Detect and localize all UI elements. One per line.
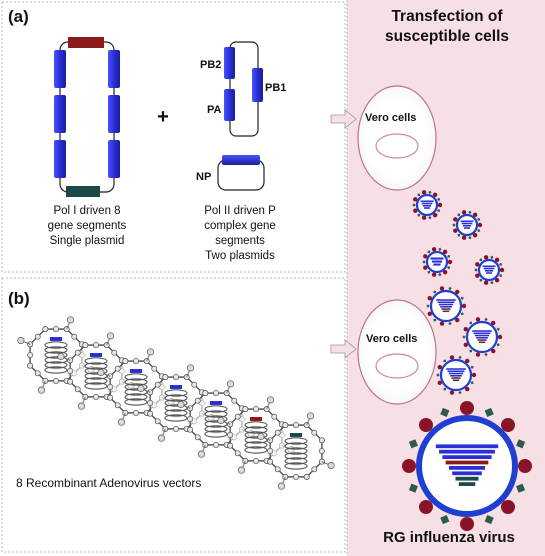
pol1-caption-line1: Pol I driven 8: [53, 205, 120, 217]
polII-caption-line4: Two plasmids: [205, 250, 275, 262]
panel-b-caption: 8 Recombinant Adenovirus vectors: [16, 476, 201, 490]
polII-caption-line2: complex gene: [204, 220, 276, 232]
polII-caption-line3: segments: [215, 235, 265, 247]
plasmid-polII-icon: [224, 41, 263, 137]
label-pb1: PB1: [265, 82, 286, 94]
panel-a-label: (a): [8, 7, 29, 26]
virion-icon: [426, 286, 467, 326]
label-np: NP: [196, 171, 211, 183]
rg-influenza-label: RG influenza virus: [383, 529, 515, 546]
label-pb2: PB2: [200, 59, 221, 71]
plasmid-8-segments-icon: [54, 37, 120, 197]
adenovirus-icon: [177, 380, 255, 458]
virion-icon: [436, 355, 477, 395]
adenovirus-icon: [257, 412, 335, 490]
virions: [402, 190, 532, 531]
panel-a-frame: [1, 1, 346, 273]
virion-icon: [452, 210, 483, 240]
pol1-caption-line3: Single plasmid: [50, 235, 125, 247]
virion-icon: [462, 317, 503, 357]
panel-b-frame: [1, 277, 346, 553]
arrow-icon: [330, 109, 357, 129]
vero-cells-label-bottom: Vero cells: [366, 333, 417, 345]
arrow-icon: [330, 339, 357, 359]
label-pa: PA: [207, 104, 222, 116]
virion-icon: [402, 401, 532, 531]
adenovirus-icon: [217, 396, 295, 474]
plasmid-np-icon: [217, 155, 265, 191]
vero-cell-icon: [357, 299, 437, 405]
panel-b-label: (b): [8, 289, 30, 308]
transfection-title-line1: Transfection of: [391, 8, 503, 25]
polII-caption-line1: Pol II driven P: [204, 205, 276, 217]
vero-cells-label-top: Vero cells: [365, 112, 416, 124]
virion-icon: [422, 247, 453, 277]
adenovirus-icon: [17, 316, 95, 394]
plus-sign: +: [157, 106, 169, 128]
transfection-title-line2: susceptible cells: [385, 28, 509, 45]
adenovirus-vectors: [17, 316, 335, 490]
pol1-caption-line2: gene segments: [48, 220, 127, 232]
vero-cell-icon: [357, 85, 437, 191]
